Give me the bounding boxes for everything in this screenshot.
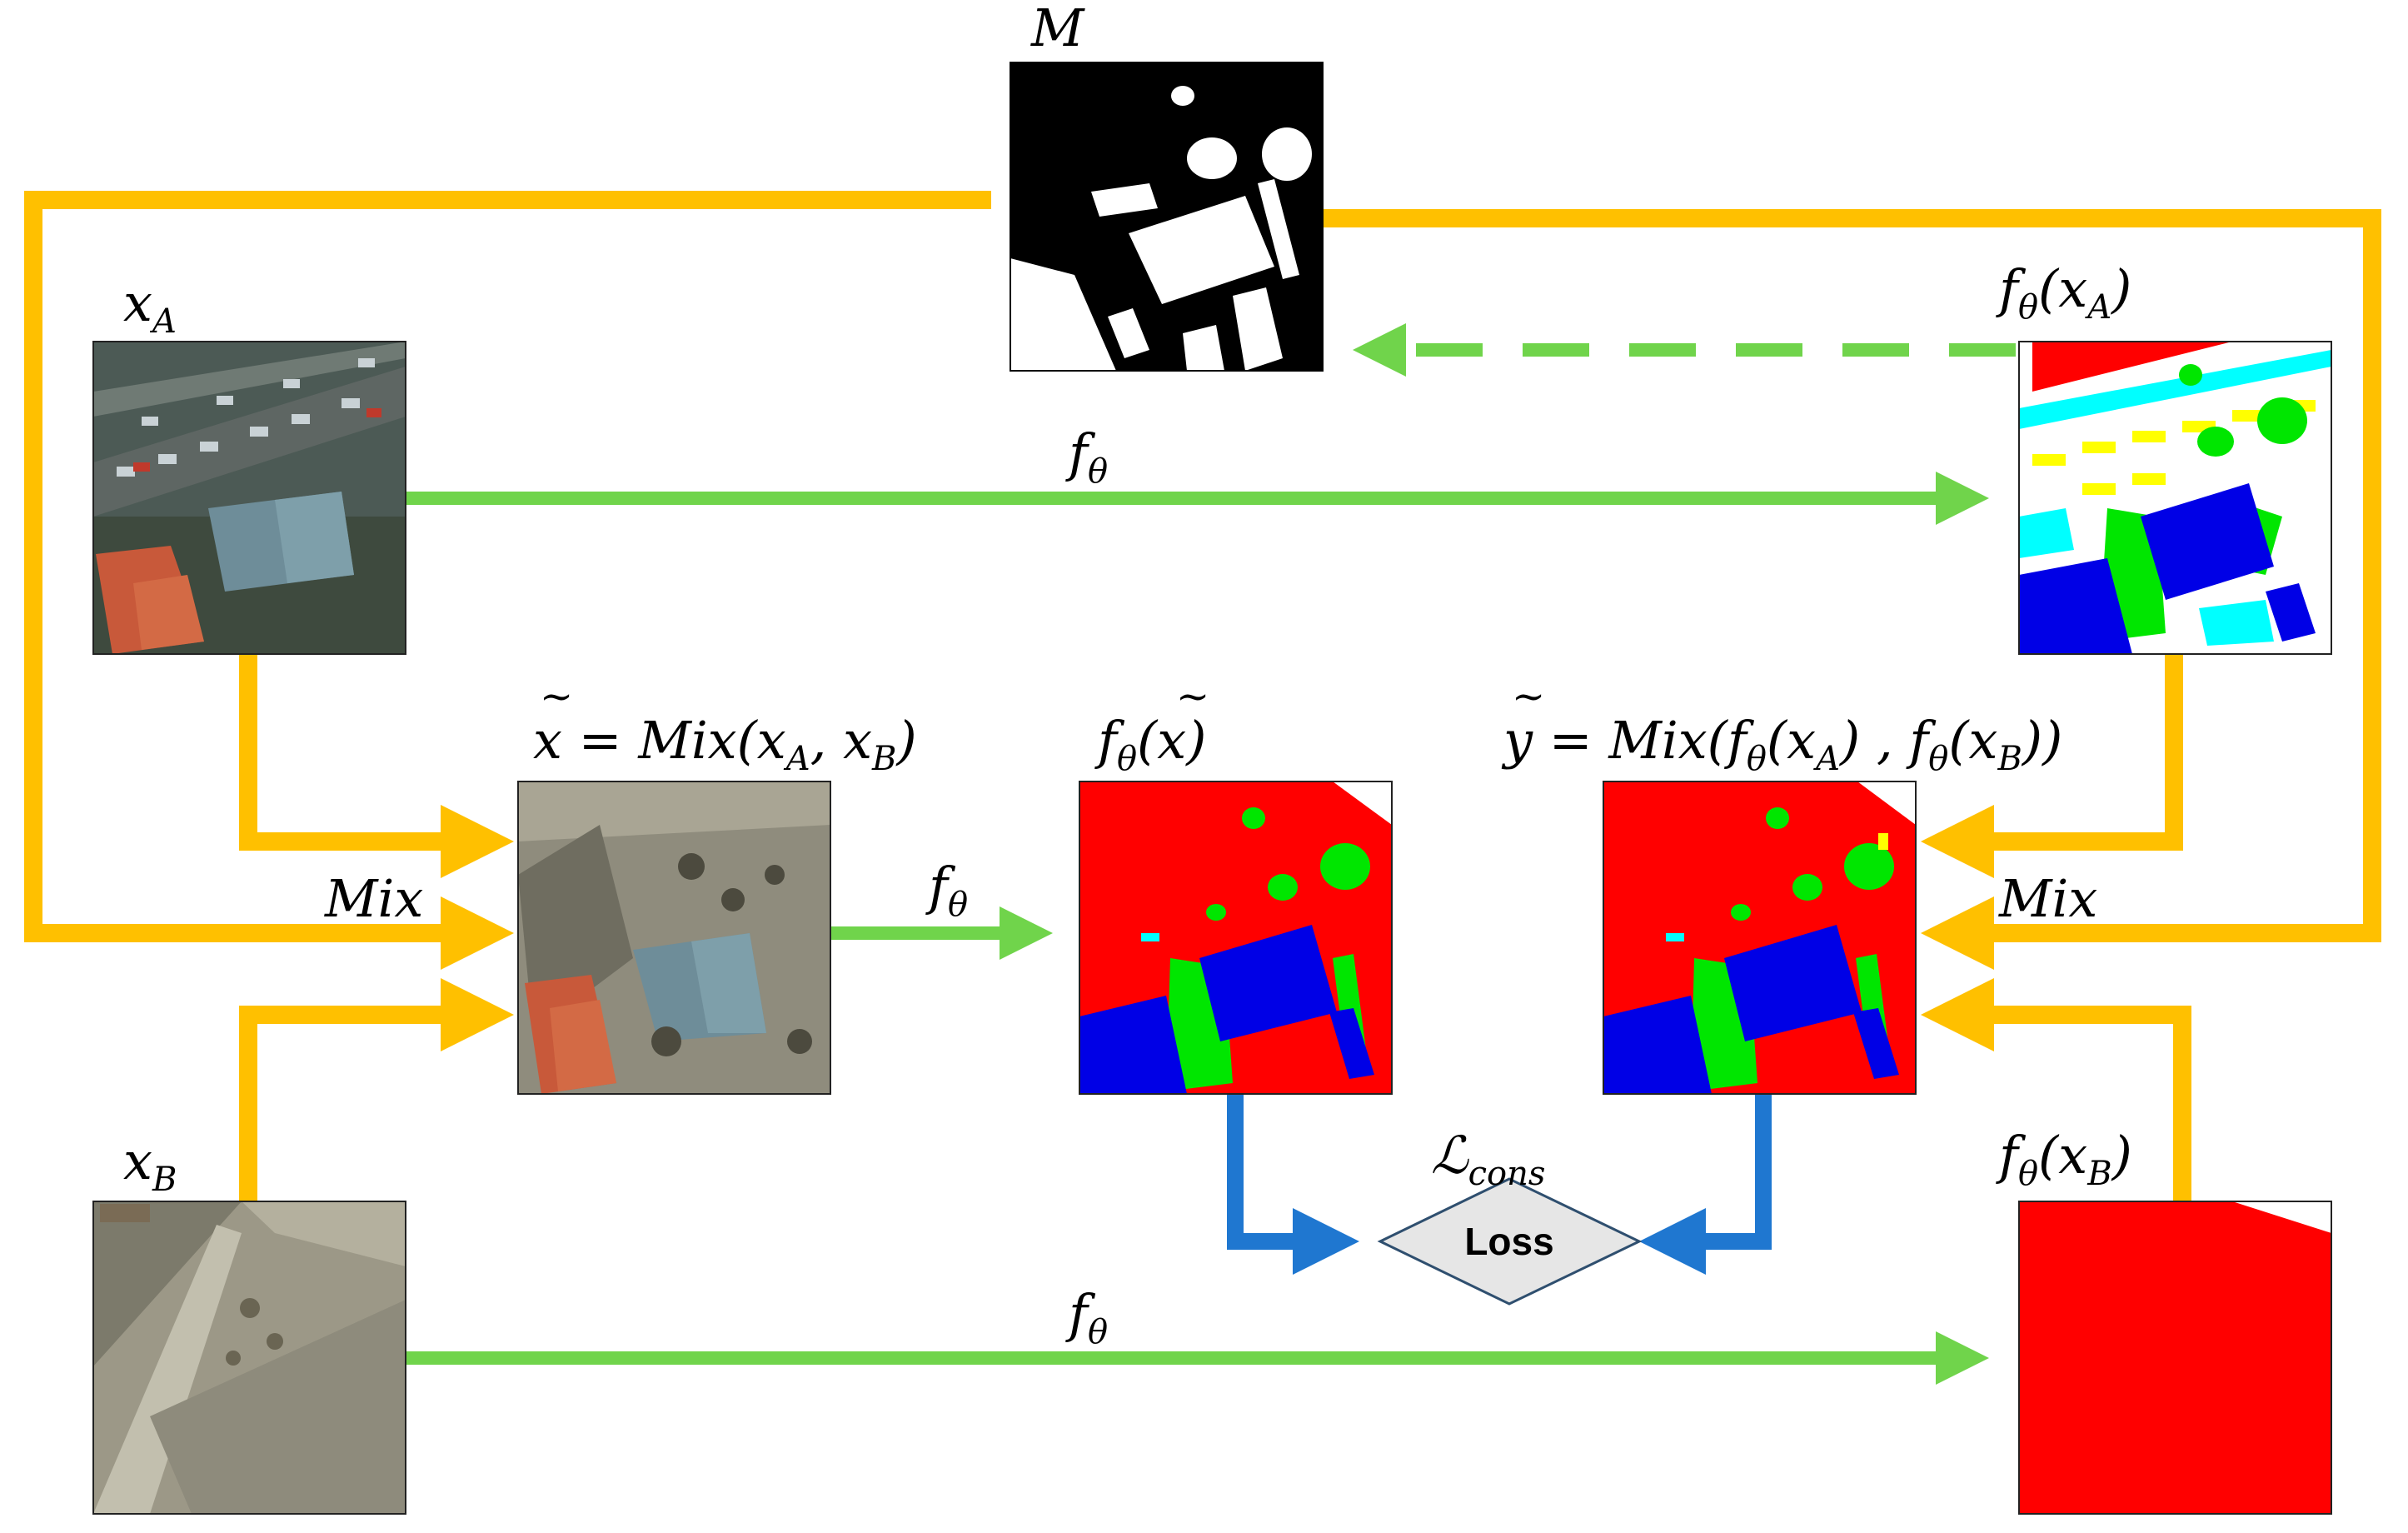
svg-text:~: ~	[1176, 673, 1209, 720]
label-xa: xA	[123, 272, 177, 341]
svg-text:~: ~	[540, 673, 573, 720]
arrow-xa-to-mix	[239, 654, 514, 878]
seg-map-f-xb	[2018, 1201, 2332, 1515]
seg-map-y-tilde-frame	[1603, 781, 1917, 1095]
label-mix-right: Mix	[1998, 868, 2097, 929]
arrow-mask-to-ymix-right	[1323, 209, 2381, 970]
seg-map-f-x-tilde	[1079, 781, 1392, 1094]
yellow-arrows	[24, 191, 2381, 1204]
arrow-fmix-to-loss	[1227, 1094, 1359, 1275]
label-loss-cons: ℒcons	[1431, 1125, 1545, 1193]
label-xb: xB	[123, 1131, 177, 1199]
label-f-theta-xb: fθ(xB)	[1996, 1125, 2132, 1193]
svg-text:y = Mix(fθ(xA) , fθ(xB)): y = Mix(fθ(xA) , fθ(xB))	[1501, 710, 2062, 778]
loss-diamond	[1377, 1177, 1643, 1306]
label-mix-left: Mix	[324, 868, 423, 929]
image-xb	[93, 1201, 406, 1514]
image-xa-frame	[92, 341, 406, 655]
label-f-theta-x-tilde: ~ fθ(x)	[1094, 673, 1209, 778]
seg-map-f-xa	[2019, 342, 2331, 654]
image-xb-frame	[92, 1201, 406, 1515]
loss-box-label: Loss	[1464, 1220, 1553, 1263]
loss-node: Loss	[1377, 1177, 1643, 1306]
image-mask	[1010, 62, 1323, 371]
image-xa	[93, 342, 406, 654]
label-f-theta-mid: fθ	[925, 856, 968, 924]
arrow-ymix-to-loss	[1639, 1094, 1772, 1275]
label-f-theta-top: fθ	[1065, 422, 1108, 491]
svg-text:fθ(x): fθ(x)	[1094, 710, 1206, 778]
green-arrows	[406, 323, 2016, 1385]
seg-map-f-x-tilde-frame	[1079, 781, 1393, 1095]
label-y-tilde-eq: ~ y = Mix(fθ(xA) , fθ(xB))	[1501, 673, 2062, 778]
arrow-mask-to-mix-left	[24, 191, 991, 970]
arrow-xb-to-mix	[239, 978, 514, 1204]
image-x-tilde	[518, 781, 830, 1094]
label-x-tilde-eq: ~ x = Mix(xA, xB)	[533, 673, 917, 778]
svg-text:~: ~	[1512, 673, 1545, 720]
label-f-theta-xa: fθ(xA)	[1996, 258, 2131, 327]
arrow-fxb-to-ymix	[1921, 978, 2191, 1204]
seg-map-f-xa-frame	[2018, 341, 2332, 655]
label-f-theta-bottom: fθ	[1065, 1283, 1108, 1351]
svg-text:x = Mix(xA, xB): x = Mix(xA, xB)	[533, 710, 917, 778]
image-mask-frame	[1010, 62, 1324, 372]
seg-map-y-tilde	[1603, 781, 1916, 1094]
blue-arrows	[1227, 1094, 1772, 1275]
arrow-fxa-to-ymix	[1921, 654, 2183, 878]
label-mask: M	[1030, 0, 1085, 58]
image-x-tilde-frame	[517, 781, 831, 1095]
